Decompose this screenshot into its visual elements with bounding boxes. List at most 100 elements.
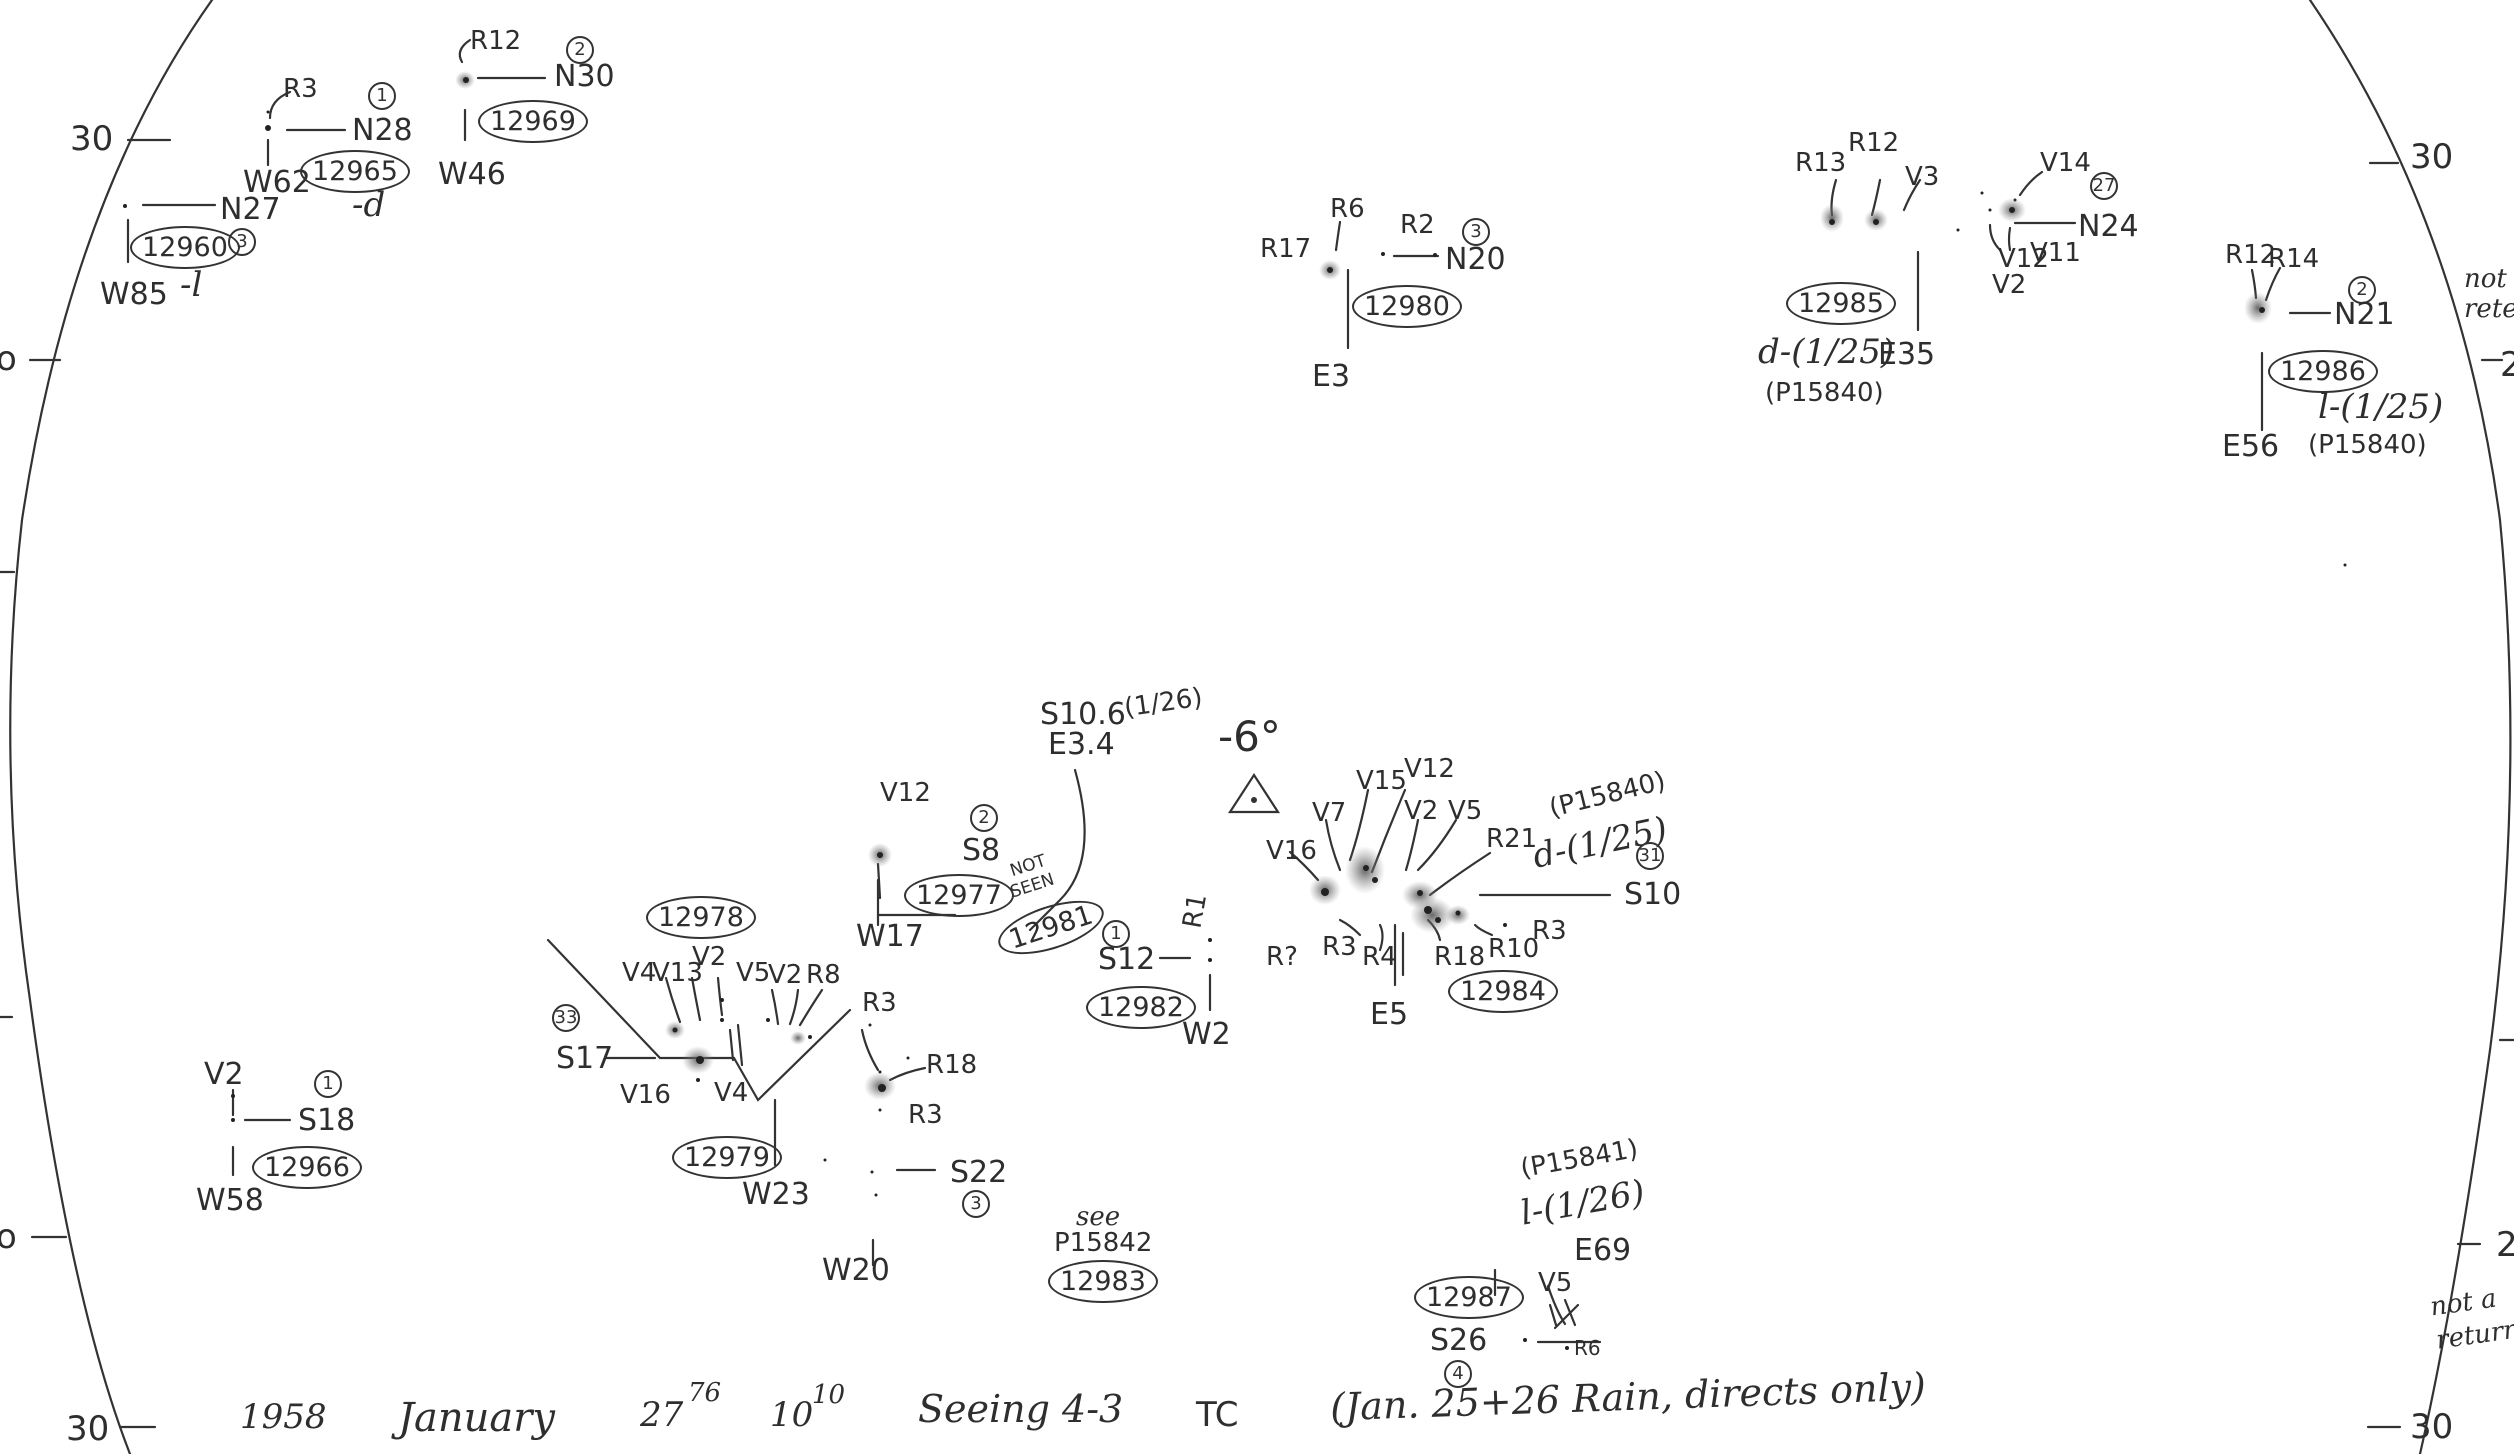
label-n20: N20 bbox=[1445, 242, 1506, 277]
footer-observer: TC bbox=[1196, 1395, 1239, 1435]
label-r12: R12 bbox=[1848, 128, 1900, 158]
margin-note-not: not bbox=[2464, 264, 2507, 294]
circled-1: 1 bbox=[314, 1070, 342, 1098]
label-d-1-25: d-(1/25) bbox=[1758, 332, 1895, 372]
label-s17: S17 bbox=[556, 1041, 614, 1076]
label-v5: V5 bbox=[1448, 796, 1483, 826]
label-n28: N28 bbox=[352, 113, 413, 148]
label-n24: N24 bbox=[2078, 209, 2139, 244]
group-number-12987: 12987 bbox=[1414, 1276, 1524, 1319]
circled-2: 2 bbox=[970, 804, 998, 832]
group-number-12965: 12965 bbox=[300, 150, 410, 193]
group-number-12986: 12986 bbox=[2268, 350, 2378, 393]
circled-2: 2 bbox=[2348, 276, 2376, 304]
label-s8: S8 bbox=[962, 833, 1001, 868]
label-v14: V14 bbox=[2040, 148, 2091, 178]
label-r6: R6 bbox=[1574, 1336, 1601, 1360]
limb-arc-right bbox=[2308, 0, 2512, 1454]
label-r13: R13 bbox=[1795, 148, 1847, 178]
label-v4: V4 bbox=[714, 1078, 749, 1108]
label-v2: V2 bbox=[1992, 270, 2027, 300]
label-n27: N27 bbox=[220, 192, 281, 227]
label-r21: R21 bbox=[1486, 824, 1538, 854]
label-e56: E56 bbox=[2222, 429, 2280, 464]
label-l-1-25: l-(1/25) bbox=[2318, 387, 2444, 427]
label-v5: V5 bbox=[736, 958, 771, 988]
footer-month: January bbox=[398, 1395, 555, 1441]
footer-year: 1958 bbox=[240, 1397, 327, 1437]
circled-3: 3 bbox=[962, 1190, 990, 1218]
label-r18: R18 bbox=[926, 1050, 978, 1080]
circled-33: 33 bbox=[552, 1004, 580, 1032]
label-e35: E35 bbox=[1878, 337, 1936, 372]
label-s10-6: S10.6 bbox=[1040, 697, 1126, 732]
label-r3: R3 bbox=[908, 1100, 943, 1130]
scale-30-top-left: 30 bbox=[70, 119, 114, 159]
label-v15: V15 bbox=[1356, 766, 1407, 796]
group-number-12978: 12978 bbox=[646, 896, 756, 939]
label-v16: V16 bbox=[620, 1080, 671, 1110]
label-p15842: P15842 bbox=[1054, 1228, 1153, 1258]
label-v4: V4 bbox=[622, 958, 657, 988]
footer-day: 27 bbox=[640, 1395, 684, 1435]
label-r3: R3 bbox=[1532, 916, 1567, 946]
label-w23: W23 bbox=[742, 1177, 810, 1212]
circled-3: 3 bbox=[228, 228, 256, 256]
footer-seeing: Seeing 4-3 bbox=[918, 1387, 1124, 1431]
label-e3: E3 bbox=[1312, 359, 1351, 394]
circled-4: 4 bbox=[1444, 1360, 1472, 1388]
limb-arc-left bbox=[9, 0, 214, 1454]
group-number-12985: 12985 bbox=[1786, 282, 1896, 325]
label-r3: R3 bbox=[283, 74, 318, 104]
label-v12: V12 bbox=[1998, 244, 2049, 274]
label-v13: V13 bbox=[652, 958, 703, 988]
circled-1: 1 bbox=[368, 82, 396, 110]
label-s18: S18 bbox=[298, 1103, 356, 1138]
circled-3: 3 bbox=[1462, 218, 1490, 246]
scale-partial-right-upper: 2 bbox=[2500, 345, 2514, 385]
label-r17: R17 bbox=[1260, 234, 1312, 264]
circled-1: 1 bbox=[1102, 920, 1130, 948]
label-r3: R3 bbox=[1322, 932, 1357, 962]
label-d: -d bbox=[352, 185, 386, 225]
scale-30-bottom-left: 30 bbox=[66, 1409, 110, 1449]
scale-30-bottom-right: 30 bbox=[2410, 1407, 2454, 1447]
label-w62: W62 bbox=[243, 165, 311, 200]
label-r14: R14 bbox=[2268, 244, 2320, 274]
label-r3: R3 bbox=[862, 988, 897, 1018]
label-r18: R18 bbox=[1434, 942, 1486, 972]
label-v2: V2 bbox=[1404, 796, 1439, 826]
label-r-question: R? bbox=[1266, 942, 1298, 972]
label-s12: S12 bbox=[1098, 942, 1156, 977]
label-w85: W85 bbox=[100, 277, 168, 312]
footer-time: 10 bbox=[770, 1395, 814, 1435]
label-p15840: (P15840) bbox=[2308, 430, 2427, 460]
label-r4: R4 bbox=[1362, 942, 1397, 972]
label-r12: R12 bbox=[2225, 240, 2277, 270]
label-v16: V16 bbox=[1266, 836, 1317, 866]
margin-note-rete: rete bbox=[2464, 294, 2514, 324]
label-v12: V12 bbox=[1404, 754, 1455, 784]
label-r8: R8 bbox=[806, 960, 841, 990]
label-v5: V5 bbox=[1538, 1268, 1573, 1298]
label-r2: R2 bbox=[1400, 210, 1435, 240]
group-number-12984: 12984 bbox=[1448, 970, 1558, 1013]
label-v2: V2 bbox=[768, 960, 803, 990]
group-number-12960: 12960 bbox=[130, 226, 240, 269]
label-v11: V11 bbox=[2030, 238, 2081, 268]
circled-27: 27 bbox=[2090, 172, 2118, 200]
circled-2: 2 bbox=[566, 36, 594, 64]
group-number-12982: 12982 bbox=[1086, 986, 1196, 1029]
label-s26: S26 bbox=[1430, 1323, 1488, 1358]
label-e5: E5 bbox=[1370, 997, 1409, 1032]
scale-partial-left-upper: o bbox=[0, 339, 17, 379]
scale-partial-right-lower: 2 bbox=[2496, 1225, 2514, 1265]
label-w58: W58 bbox=[196, 1183, 264, 1218]
footer-day-sup: 76 bbox=[688, 1378, 722, 1408]
triangle-marker bbox=[1227, 772, 1281, 814]
label-see: see bbox=[1076, 1202, 1121, 1232]
label-r12: R12 bbox=[470, 26, 522, 56]
